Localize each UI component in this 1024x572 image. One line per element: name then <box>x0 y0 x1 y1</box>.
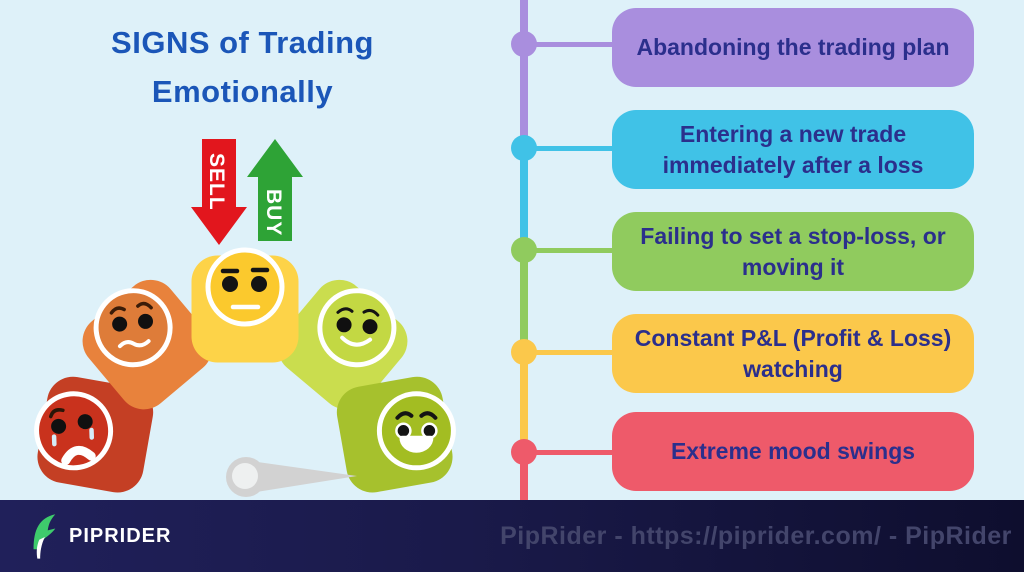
piprider-logo-icon <box>33 514 56 559</box>
sell-down-arrow-icon <box>191 139 247 245</box>
needle-hub <box>232 463 258 489</box>
title-line-1: SIGNS of Trading <box>111 25 374 60</box>
sign-box-new-trade-after-loss: Entering a new trade immediately after a… <box>612 110 974 189</box>
crying-face-icon <box>34 391 114 471</box>
buy-arrow-label: BUY <box>262 189 285 236</box>
sign-box-stop-loss: Failing to set a stop-loss, or moving it <box>612 212 974 291</box>
title-line-2: Emotionally <box>151 74 334 109</box>
sign-label: Abandoning the trading plan <box>636 34 950 60</box>
timeline-segment-5 <box>520 452 528 500</box>
sign-label: Constant P&L (Profit & Loss) watching <box>634 324 952 382</box>
grinning-face-icon <box>376 391 456 471</box>
footer-bar <box>0 500 1024 572</box>
sign-box-pnl-watching: Constant P&L (Profit & Loss) watching <box>612 314 974 393</box>
timeline-connector-4 <box>527 350 615 355</box>
sign-label: Failing to set a stop-loss, or moving it <box>640 222 946 280</box>
timeline-connector-3 <box>527 248 615 253</box>
logo-white-shape <box>36 536 45 559</box>
timeline-connector-5 <box>527 450 615 455</box>
buy-up-arrow-icon <box>247 139 303 241</box>
smiling-face-icon <box>317 288 397 368</box>
timeline-segment-4 <box>520 352 528 452</box>
sell-arrow-label: SELL <box>205 153 228 211</box>
timeline-connector-2 <box>527 146 615 151</box>
sign-label: Extreme mood swings <box>670 438 916 464</box>
logo-green-shape <box>33 514 56 550</box>
sell-buy-arrows: SELL BUY <box>191 139 303 245</box>
sign-box-abandoning-plan: Abandoning the trading plan <box>612 8 974 87</box>
timeline-segment-2 <box>520 148 528 250</box>
footer-credit: PipRider - https://piprider.com/ - PipRi… <box>500 521 1012 550</box>
timeline-segment-3 <box>520 250 528 352</box>
timeline-segment-1 <box>520 0 528 148</box>
neutral-face-icon <box>205 247 285 327</box>
piprider-logo: PIPRIDER <box>26 500 171 572</box>
logo-wordmark: PIPRIDER <box>69 524 172 547</box>
page-title: SIGNS of Trading Emotionally <box>40 18 445 116</box>
timeline-connector-1 <box>527 42 615 47</box>
gauge-needle <box>226 457 357 497</box>
needle-pointer <box>250 461 357 493</box>
worried-face-icon <box>93 288 173 368</box>
sign-box-mood-swings: Extreme mood swings <box>612 412 974 491</box>
emotion-gauge <box>34 247 456 497</box>
sign-label: Entering a new trade immediately after a… <box>662 120 924 178</box>
